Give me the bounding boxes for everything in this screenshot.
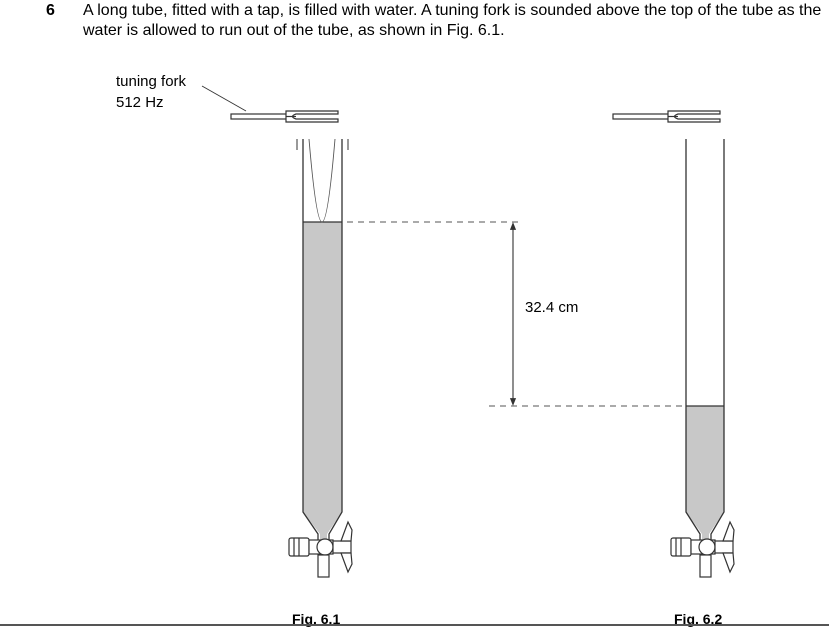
page-bottom-edge	[0, 624, 829, 626]
fig1-tap	[288, 520, 353, 578]
fig2-tuning-fork	[612, 110, 721, 123]
fig1-tube	[296, 138, 349, 548]
frequency-label: 512 Hz	[116, 94, 164, 111]
tuning-fork-label: tuning fork	[116, 73, 187, 90]
fig2-tap	[670, 520, 735, 578]
fig2-tube	[685, 139, 725, 548]
figure-2-caption: Fig. 6.2	[674, 611, 723, 627]
fig1-tuning-fork	[230, 110, 339, 123]
question-number: 6	[46, 2, 55, 19]
question-text: A long tube, fitted with a tap, is fille…	[83, 2, 822, 39]
distance-label: 32.4 cm	[525, 299, 579, 316]
standing-wave	[308, 138, 336, 223]
fork-label-leader	[201, 85, 247, 112]
figure-1-caption: Fig. 6.1	[292, 611, 341, 627]
